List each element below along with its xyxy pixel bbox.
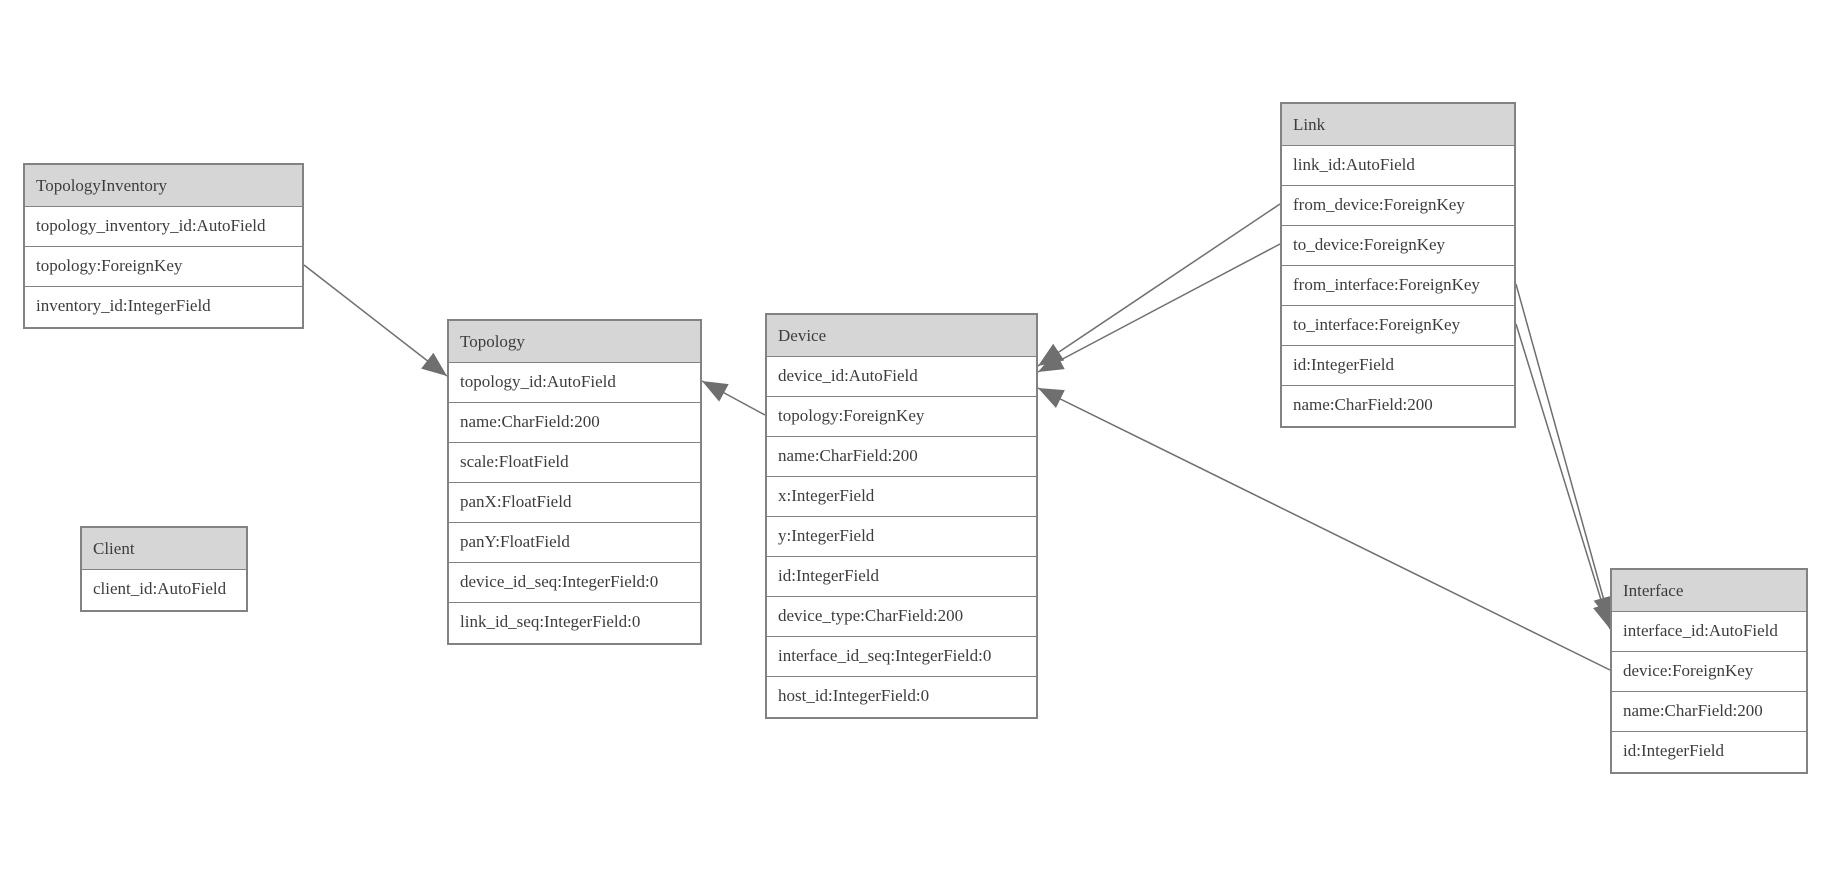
relation-link-from_device-device <box>1037 203 1281 367</box>
relation-link-to_device-device <box>1037 243 1281 373</box>
relation-interface-device <box>1037 387 1611 671</box>
relation-topologyinventory-topology <box>303 264 448 377</box>
relation-link-from_interface-interface <box>1515 283 1613 623</box>
relation-link-to_interface-interface <box>1515 323 1613 630</box>
relation-device-topology <box>701 380 766 416</box>
